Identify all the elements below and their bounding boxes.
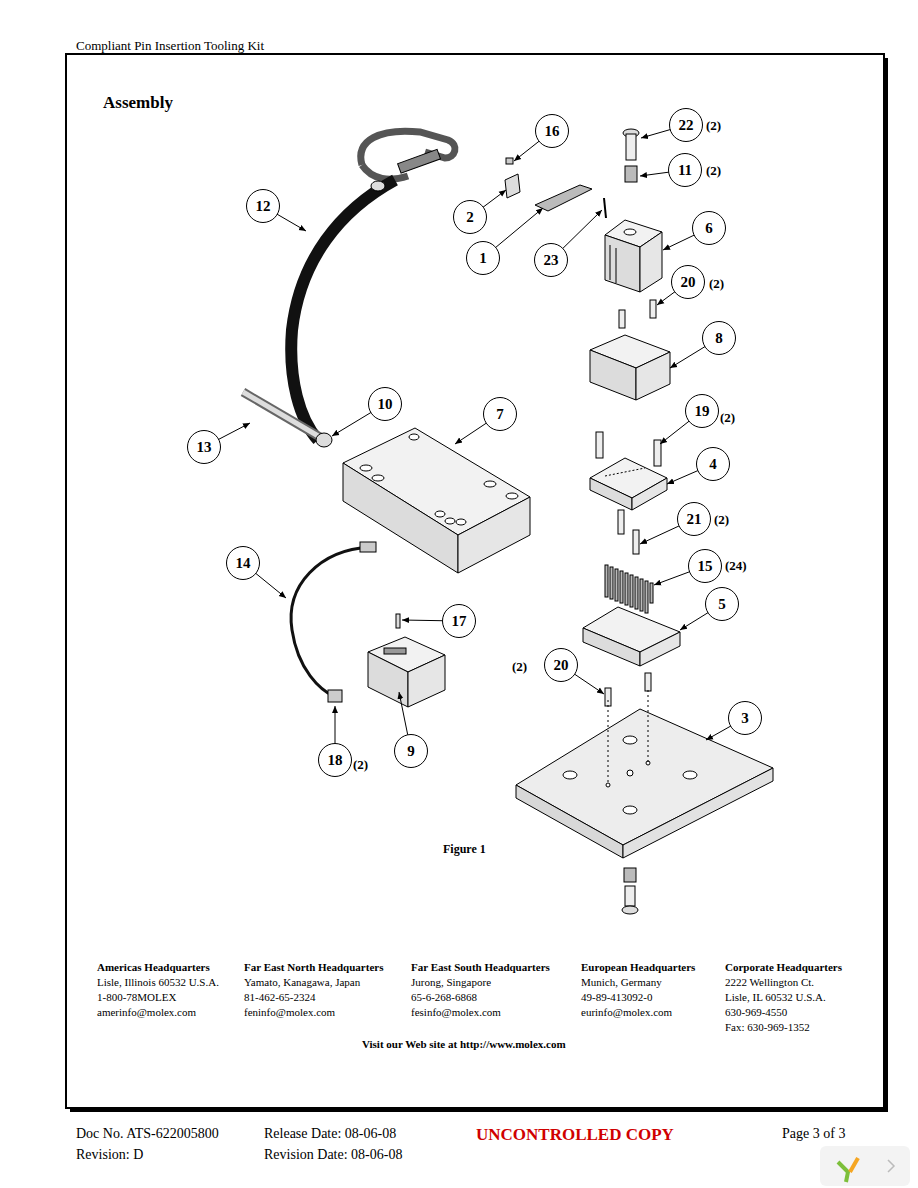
callout-circle: 4	[696, 447, 730, 481]
page-text: Doc No. ATS-622005800	[76, 1126, 219, 1142]
quantity-note: (2)	[720, 411, 735, 424]
callout-number: 14	[236, 556, 251, 571]
callout-number: 3	[741, 711, 749, 726]
callout-circle: 17	[442, 604, 476, 638]
callout-number: 16	[545, 124, 560, 139]
callout-circle: 9	[394, 734, 428, 768]
callout-circle: 18	[318, 743, 352, 777]
callout-circle: 20	[544, 648, 578, 682]
quantity-note: (2)	[706, 164, 721, 177]
callout-number: 8	[715, 331, 723, 346]
page-text: Americas Headquarters	[97, 961, 210, 974]
page-text: Jurong, Singapore	[411, 976, 491, 989]
quantity-note: (2)	[353, 758, 368, 771]
page-text: fesinfo@molex.com	[411, 1006, 501, 1019]
parts	[243, 129, 773, 914]
page-text: Lisle, IL 60532 U.S.A.	[725, 991, 826, 1004]
callout-number: 2	[466, 210, 474, 225]
figure-caption: Figure 1	[443, 842, 486, 856]
callout-circle: 21	[677, 502, 711, 536]
callout-circle: 8	[702, 321, 736, 355]
callout-circle: 16	[535, 114, 569, 148]
page-text: Compliant Pin Insertion Tooling Kit	[76, 38, 264, 53]
callout-number: 17	[452, 614, 467, 629]
callout-number: 13	[197, 440, 212, 455]
callout-number: 11	[678, 163, 692, 178]
quantity-note: (2)	[512, 660, 527, 673]
page-text: European Headquarters	[581, 961, 695, 974]
page-text: Yamato, Kanagawa, Japan	[244, 976, 360, 989]
quantity-note: (2)	[709, 277, 724, 290]
page-text: 65-6-268-6868	[411, 991, 477, 1004]
callout-number: 9	[407, 744, 415, 759]
callout-number: 6	[705, 221, 713, 236]
callout-number: 19	[695, 404, 710, 419]
page-text: 1-800-78MOLEX	[97, 991, 176, 1004]
callout-number: 5	[718, 597, 726, 612]
page-text: Visit our Web site at http://www.molex.c…	[362, 1038, 566, 1051]
page-text: feninfo@molex.com	[244, 1006, 335, 1019]
page-text: eurinfo@molex.com	[581, 1006, 672, 1019]
page-text: Fax: 630-969-1352	[725, 1021, 810, 1034]
callout-circle: 15	[688, 549, 722, 583]
callout-circle: 10	[368, 387, 402, 421]
quantity-note: (2)	[714, 513, 729, 526]
quantity-note: (2)	[706, 119, 721, 132]
page-text: Revision Date: 08-06-08	[264, 1147, 402, 1163]
callout-number: 12	[256, 199, 271, 214]
page-text: Page 3 of 3	[782, 1126, 845, 1142]
page-text: Release Date: 08-06-08	[264, 1126, 396, 1142]
callout-number: 22	[679, 118, 694, 133]
callout-number: 4	[709, 457, 717, 472]
callout-circle: 3	[728, 701, 762, 735]
callout-circle: 1	[466, 241, 500, 275]
callout-circle: 13	[187, 430, 221, 464]
callout-circle: 22	[669, 108, 703, 142]
callout-circle: 19	[685, 394, 719, 428]
callout-number: 7	[496, 407, 504, 422]
callout-number: 15	[698, 559, 713, 574]
page-text: 49-89-413092-0	[581, 991, 653, 1004]
leader-lines	[204, 125, 745, 760]
callout-circle: 6	[692, 211, 726, 245]
page-text: Revision: D	[76, 1147, 143, 1163]
page-text: Munich, Germany	[581, 976, 662, 989]
callout-circle: 5	[705, 587, 739, 621]
callout-number: 1	[479, 251, 487, 266]
callout-number: 20	[554, 658, 569, 673]
callout-circle: 14	[226, 546, 260, 580]
page-text: Far East South Headquarters	[411, 961, 550, 974]
page-text: UNCONTROLLED COPY	[476, 1125, 674, 1144]
callout-circle: 11	[668, 153, 702, 187]
callout-circle: 7	[483, 397, 517, 431]
page-text: Corporate Headquarters	[725, 961, 842, 974]
callout-circle: 12	[246, 189, 280, 223]
callout-circle: 23	[534, 243, 568, 277]
page-text: 2222 Wellington Ct.	[725, 976, 814, 989]
callout-circle: 2	[453, 200, 487, 234]
callout-number: 21	[687, 512, 702, 527]
callout-number: 20	[681, 275, 696, 290]
callout-number: 18	[328, 753, 343, 768]
callout-number: 23	[544, 253, 559, 268]
quantity-note: (24)	[725, 559, 747, 572]
page-text: Far East North Headquarters	[244, 961, 383, 974]
page-text: amerinfo@molex.com	[97, 1006, 196, 1019]
page-frame	[66, 54, 888, 1112]
page-text: 630-969-4550	[725, 1006, 787, 1019]
diagram-title: Assembly	[103, 93, 173, 113]
callout-number: 10	[378, 397, 393, 412]
page-text: 81-462-65-2324	[244, 991, 316, 1004]
callout-circle: 20	[671, 265, 705, 299]
corner-logo	[820, 1146, 910, 1186]
page-text: Lisle, Illinois 60532 U.S.A.	[97, 976, 219, 989]
